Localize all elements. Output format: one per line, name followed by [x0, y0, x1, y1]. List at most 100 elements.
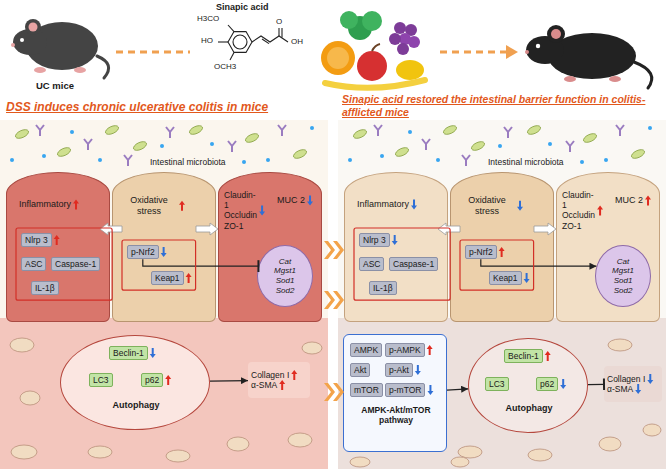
node-text: ASC: [363, 259, 380, 269]
treatment-arrow: [116, 45, 518, 59]
antibody: [124, 155, 132, 166]
node-text: Cat: [279, 257, 291, 267]
increase-arrow: [73, 199, 79, 209]
metabolite-dot: [42, 154, 46, 158]
stromal-cell: [20, 391, 40, 405]
text-holder: Keap1: [155, 273, 180, 283]
text-holder: p-AMPK: [389, 345, 421, 355]
metabolite-dot: [10, 158, 14, 162]
protein-box: mTOR: [350, 383, 383, 397]
fruit-vegetable-illustration: [321, 41, 355, 75]
protein-box: Keap1: [151, 271, 184, 285]
text-holder: p62: [145, 375, 159, 385]
text-holder: Beclin-1: [508, 351, 539, 361]
metabolite-dot: [408, 130, 412, 134]
node-text: Nlrp 3: [363, 235, 386, 245]
decrease-arrow: [427, 385, 433, 395]
label-text: Intestinal microbiota: [150, 157, 226, 167]
text-holder: OH: [291, 37, 303, 47]
metabolite-dot: [580, 160, 584, 164]
signal-block-arrow: [534, 223, 556, 235]
metabolite-dot: [380, 154, 384, 158]
cell-nucleus: CatMgst1Sod1Sod2: [257, 245, 313, 307]
metabolite-dot: [580, 160, 584, 164]
fibrosis-marker: Collagen Iα-SMA: [248, 362, 310, 398]
node-text: LC3: [489, 379, 505, 389]
node-text: Sod2: [276, 286, 295, 296]
metabolite-dot: [498, 144, 502, 148]
healthy-mouse: [634, 62, 652, 88]
decrease-arrow: [647, 374, 653, 384]
node-text: mTOR: [354, 385, 379, 395]
antibody: [84, 139, 92, 150]
epithelial-cell: Nlrp 3ASCCaspase-1IL-1βInflammatory: [344, 172, 448, 322]
bacterium: [630, 148, 646, 160]
uc-mouse: [25, 19, 41, 35]
node-text: p-Akt: [389, 365, 409, 375]
decrease-arrow: [307, 195, 313, 205]
text-holder: Mgst1: [612, 266, 634, 276]
fruit-vegetable-illustration: [325, 80, 425, 88]
node-text: α-SMA: [251, 380, 277, 390]
connector: [143, 259, 259, 266]
antibody: [36, 125, 44, 136]
node-text: Nlrp 3: [25, 235, 48, 245]
text-holder: Autophagy: [61, 400, 211, 411]
text-holder: LC3: [489, 379, 505, 389]
antibody: [84, 139, 92, 150]
epithelial-cell: p-Nrf2Keap1Oxidative stress: [112, 172, 216, 322]
decrease-arrow: [150, 348, 156, 358]
node-text: Collagen I: [607, 374, 645, 384]
text-holder: HO: [201, 36, 213, 46]
panel: Nlrp 3ASCCaspase-1IL-1βInflammatoryp-Nrf…: [0, 120, 328, 469]
decrease-arrow: [161, 247, 167, 257]
fruit-vegetable-illustration: [362, 11, 382, 31]
uc-mouse: [34, 67, 46, 73]
signal-block-arrow: [100, 223, 556, 235]
uc-mouse: [11, 43, 15, 47]
connector: [588, 384, 604, 385]
metabolite-dot: [548, 142, 552, 146]
label-text: Sinapic acid: [216, 2, 269, 13]
panel: Nlrp 3ASCCaspase-1IL-1βInflammatoryp-Nrf…: [338, 120, 666, 469]
text-holder: Caspase-1: [393, 259, 434, 269]
protein-box: p-AMPK: [385, 343, 425, 357]
antibody: [36, 125, 44, 136]
increase-arrow: [499, 247, 505, 257]
protein-box: Caspase-1: [389, 257, 438, 271]
metabolite-dot: [98, 158, 102, 162]
protein-box: IL-1β: [369, 281, 397, 295]
node-text: α-SMA: [607, 384, 633, 394]
autophagy-oval: Beclin-1LC3p62Autophagy: [468, 338, 588, 433]
panel-title: Sinapic acid restored the intestinal bar…: [342, 93, 662, 118]
fruit-vegetable-illustration: [357, 51, 387, 81]
text-holder: MUC 2: [277, 195, 305, 206]
text-holder: AMPK: [354, 345, 378, 355]
uc-mouse: [97, 56, 109, 78]
fruit-vegetable-illustration: [340, 11, 358, 29]
stromal-cell: [302, 342, 322, 354]
node-text: Akt: [354, 365, 366, 375]
bacterium: [244, 132, 260, 144]
bacterium: [352, 128, 368, 140]
fruit-vegetable-illustration: [372, 44, 380, 51]
fruit-vegetable-illustration: [321, 11, 425, 88]
protein-box: Caspase-1: [51, 257, 100, 271]
text-holder: Sod1: [276, 276, 295, 286]
antibody: [462, 155, 470, 166]
stromal-cell: [227, 437, 249, 451]
text-holder: mTOR: [354, 385, 379, 395]
bacterium: [104, 124, 120, 136]
text-holder: Sod1: [614, 276, 633, 286]
healthy-mouse: [525, 25, 652, 88]
text-holder: Sod2: [614, 286, 633, 296]
sinapic-acid-structure: [218, 41, 228, 42]
node-text: Mgst1: [274, 266, 296, 276]
node-text: Beclin-1: [113, 348, 144, 358]
protein-box: Keap1: [489, 271, 522, 285]
antibody: [616, 125, 624, 136]
protein-complex-outline: [354, 228, 450, 300]
change-arrow: [16, 195, 653, 395]
stromal-cell: [528, 449, 552, 461]
